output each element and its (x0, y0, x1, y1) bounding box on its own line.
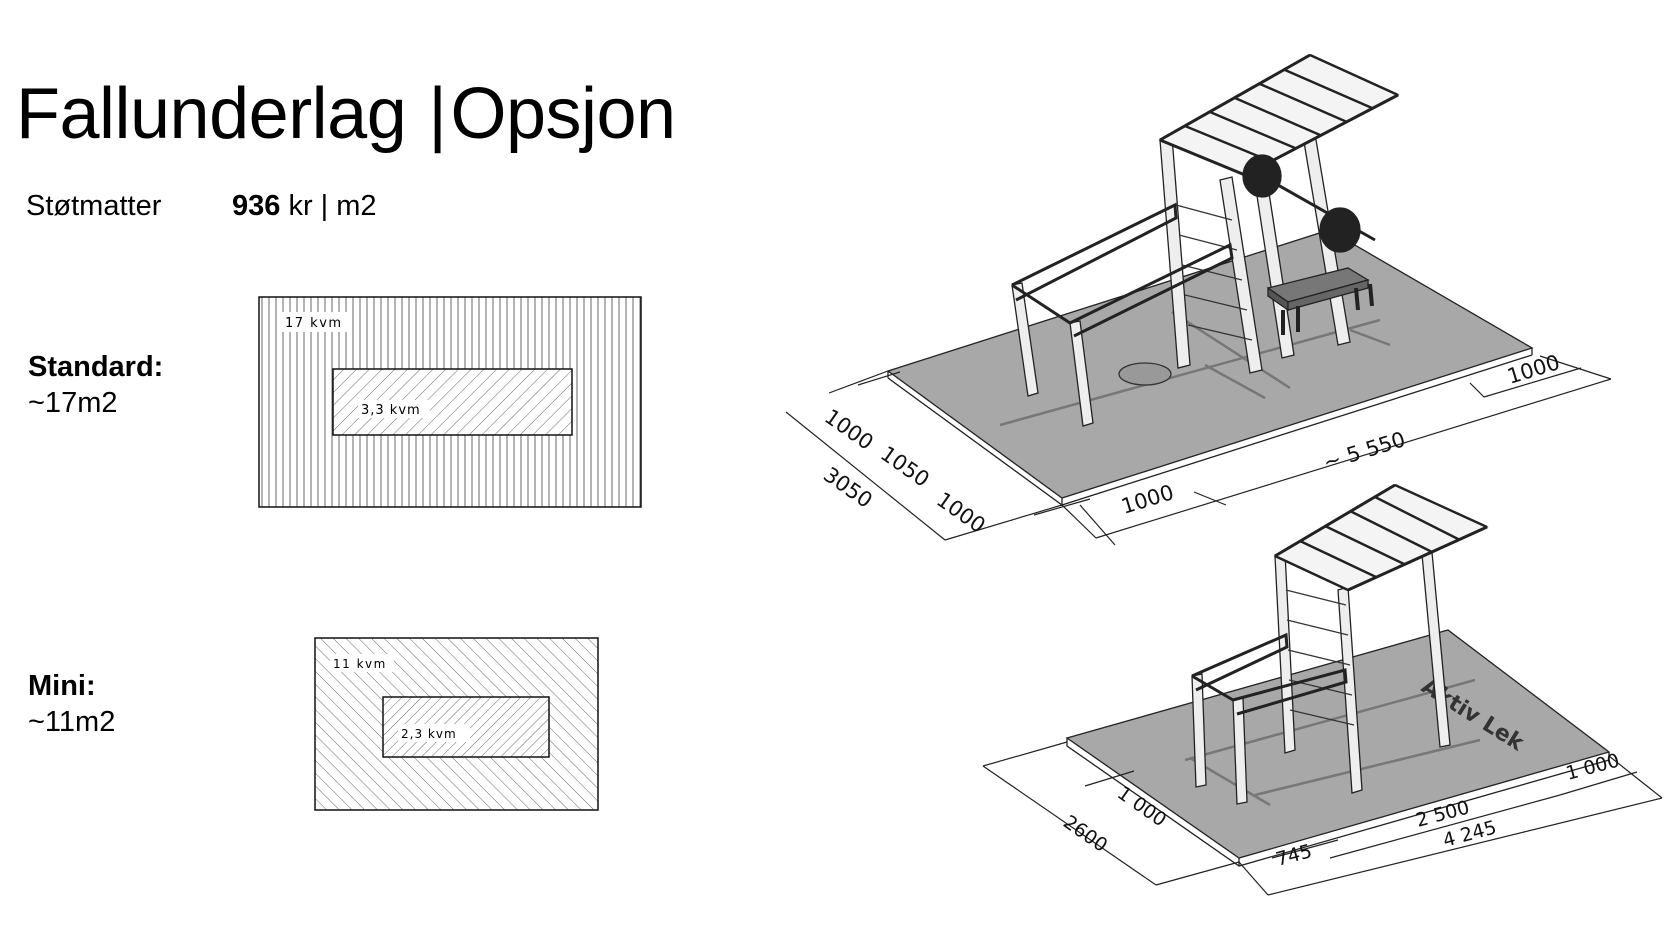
mini-dimensions (982, 741, 1663, 896)
mini-inner-label: 2,3 kvm (401, 727, 457, 741)
mini-area: ~11m2 (28, 706, 116, 738)
mat-logo (1118, 362, 1172, 386)
mini-isometric-illustration: Aktiv Lek (1065, 483, 1611, 867)
dim-mini-side-total: 2600 (1059, 811, 1111, 857)
mini-label: Mini: ~11m2 (28, 668, 115, 740)
title-separator: | (428, 74, 447, 154)
dim-standard-length: ~ 5 550 (1320, 427, 1408, 475)
price-amount: 936 (232, 190, 281, 222)
mini-outer-label: 11 kvm (333, 657, 387, 671)
mini-inner-label-bg (398, 724, 470, 742)
standard-outer-label: 17 kvm (285, 316, 343, 331)
standard-plan: 17 kvm 3,3 kvm (258, 296, 642, 508)
title-main: Fallunderlag (16, 74, 407, 154)
standard-title: Standard: (28, 351, 164, 383)
standard-isometric-illustration (886, 53, 1534, 506)
product-name: Støtmatter (26, 190, 162, 222)
weight-plate-lower (1319, 207, 1361, 253)
mini-plan: 11 kvm 2,3 kvm (314, 637, 599, 811)
dim-standard-end-left: 1000 (1118, 480, 1176, 519)
price-unit: kr | m2 (288, 190, 377, 222)
dim-standard-end-right: 1000 (1504, 350, 1562, 389)
mini-title: Mini: (28, 670, 96, 702)
standard-inner-label-bg (358, 400, 430, 418)
price: 936 kr | m2 (232, 190, 377, 223)
standard-area: ~17m2 (28, 387, 118, 419)
standard-label: Standard: ~17m2 (28, 349, 163, 421)
mini-outer-label-bg (330, 654, 394, 672)
standard-dimensions (785, 355, 1612, 546)
standard-inner-label: 3,3 kvm (361, 403, 421, 418)
dim-standard-side-total: 3050 (819, 462, 877, 512)
standard-outer-label-bg (282, 312, 348, 332)
dim-standard-side-b: 1050 (876, 441, 934, 491)
dim-standard-side-c: 1000 (932, 487, 990, 537)
page-title: Fallunderlag|Opsjon (16, 78, 676, 150)
dim-standard-side-a: 1000 (820, 404, 878, 454)
title-option: Opsjon (450, 74, 676, 154)
